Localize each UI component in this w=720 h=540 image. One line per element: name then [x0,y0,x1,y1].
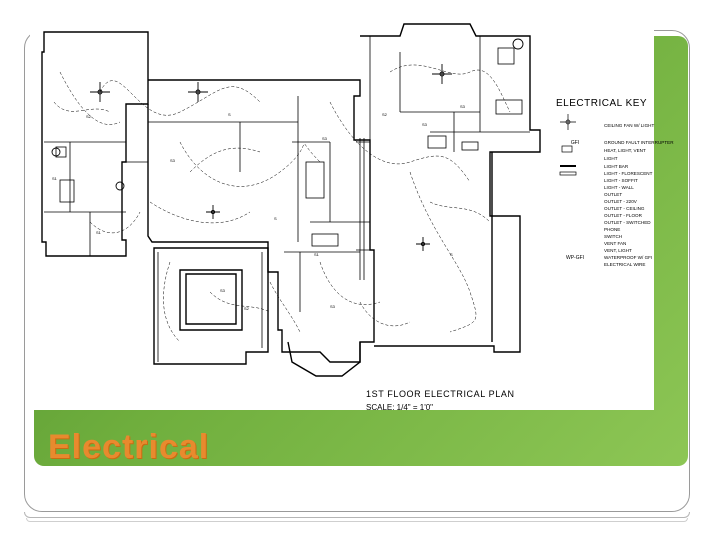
slide-title: Electrical [48,428,210,466]
svg-text:S: S [228,112,231,117]
key-item-label: CEILING FAN W/ LIGHT [604,123,655,128]
gfi-symbol: GFI [570,140,580,146]
svg-text:S3: S3 [422,122,428,127]
key-item-label: LIGHT BAR [604,164,629,169]
scale-label: SCALE: 1/4" = 1'0" [366,403,434,412]
key-item-label: OUTLET - 220V [604,199,637,204]
svg-text:S: S [274,216,277,221]
key-item-label: SWITCH [604,234,623,239]
key-item-label: LIGHT [604,156,618,161]
key-item-label: ELECTRICAL WIRE [604,262,646,267]
svg-text:S1: S1 [314,252,320,257]
key-item-label: OUTLET - SWITCHED [604,220,651,225]
plan-label: 1ST FLOOR ELECTRICAL PLAN [366,389,515,399]
svg-text:S3: S3 [460,104,466,109]
svg-text:S3: S3 [322,136,328,141]
svg-text:S2: S2 [86,114,92,119]
svg-text:S1: S1 [96,230,102,235]
key-item-label: HEAT, LIGHT, VENT [604,148,646,153]
slide-shadow-outer [26,518,688,522]
svg-text:S2: S2 [244,306,250,311]
svg-text:S2: S2 [382,112,388,117]
key-item-label: GROUND FAULT INTERRUPTER [604,140,674,145]
key-item-label: OUTLET - CEILING [604,206,645,211]
key-item-label: LIGHT - SOFFIT [604,178,638,183]
svg-text:S3: S3 [330,304,336,309]
key-item-label: WATERPROOF W/ GFI [604,255,653,260]
key-item-label: LIGHT - WALL [604,185,634,190]
svg-text:S3: S3 [220,288,226,293]
key-item-label: OUTLET - FLOOR [604,213,642,218]
svg-text:S3: S3 [170,158,176,163]
svg-text:S: S [450,252,453,257]
key-item-label: VENT FAN [604,241,627,246]
key-item-label: LIGHT - FLORESCENT [604,171,653,176]
key-item-label: VENT, LIGHT [604,248,632,253]
svg-text:S1: S1 [52,176,58,181]
key-item-label: PHONE [604,227,621,232]
key-item-label: OUTLET [604,192,623,197]
wp-gfi-symbol: WP-GFI [565,255,585,261]
electrical-key-title: ELECTRICAL KEY [556,98,648,109]
